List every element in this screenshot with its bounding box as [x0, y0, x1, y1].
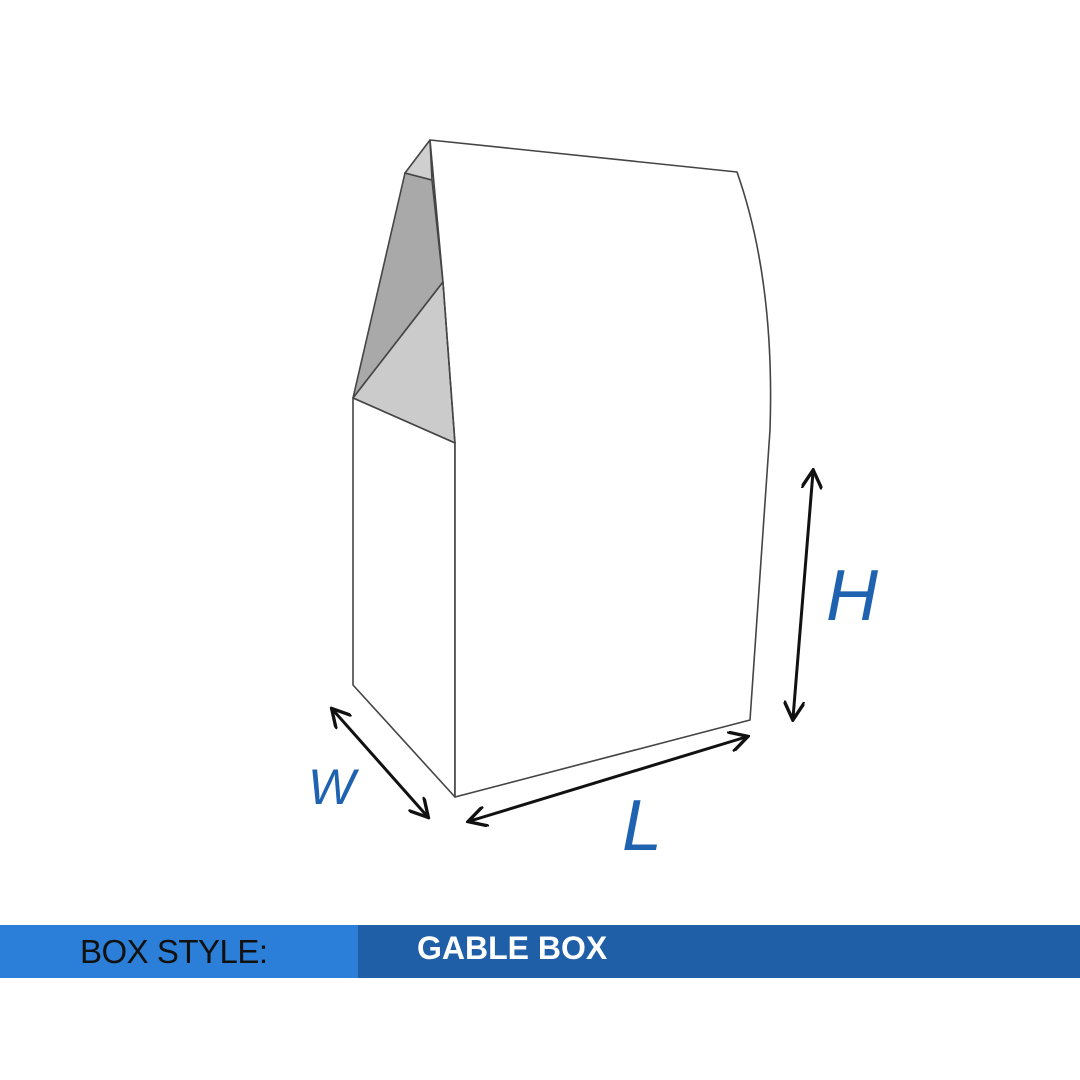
- height-label: H: [826, 556, 878, 636]
- side-panel: [352, 397, 456, 798]
- box-style-banner: BOX STYLE: GABLE BOX: [0, 925, 1080, 978]
- box-style-label: BOX STYLE:: [80, 933, 268, 970]
- box-style-value: GABLE BOX: [417, 930, 608, 966]
- width-label: W: [308, 759, 356, 815]
- width-arrow: [333, 710, 427, 816]
- length-label: L: [622, 786, 663, 866]
- length-arrow: [470, 737, 746, 821]
- front-panel: [429, 139, 772, 798]
- gable-tip: [404, 139, 433, 181]
- height-arrow: [793, 472, 813, 718]
- box-style-label-section: BOX STYLE:: [0, 925, 358, 978]
